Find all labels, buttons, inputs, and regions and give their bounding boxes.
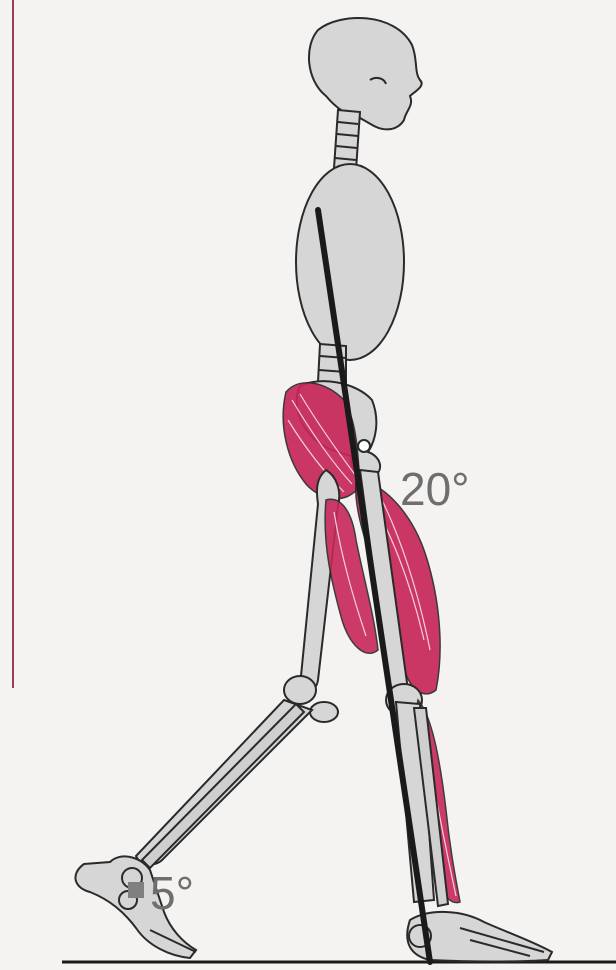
cervical-spine <box>334 110 360 170</box>
thorax <box>296 164 404 360</box>
hip-angle-label: 20° <box>400 462 470 516</box>
rear-tibia <box>136 700 312 868</box>
ankle-angle-label: 5° <box>150 866 194 920</box>
angle-marker <box>128 882 144 898</box>
skull <box>309 18 422 129</box>
